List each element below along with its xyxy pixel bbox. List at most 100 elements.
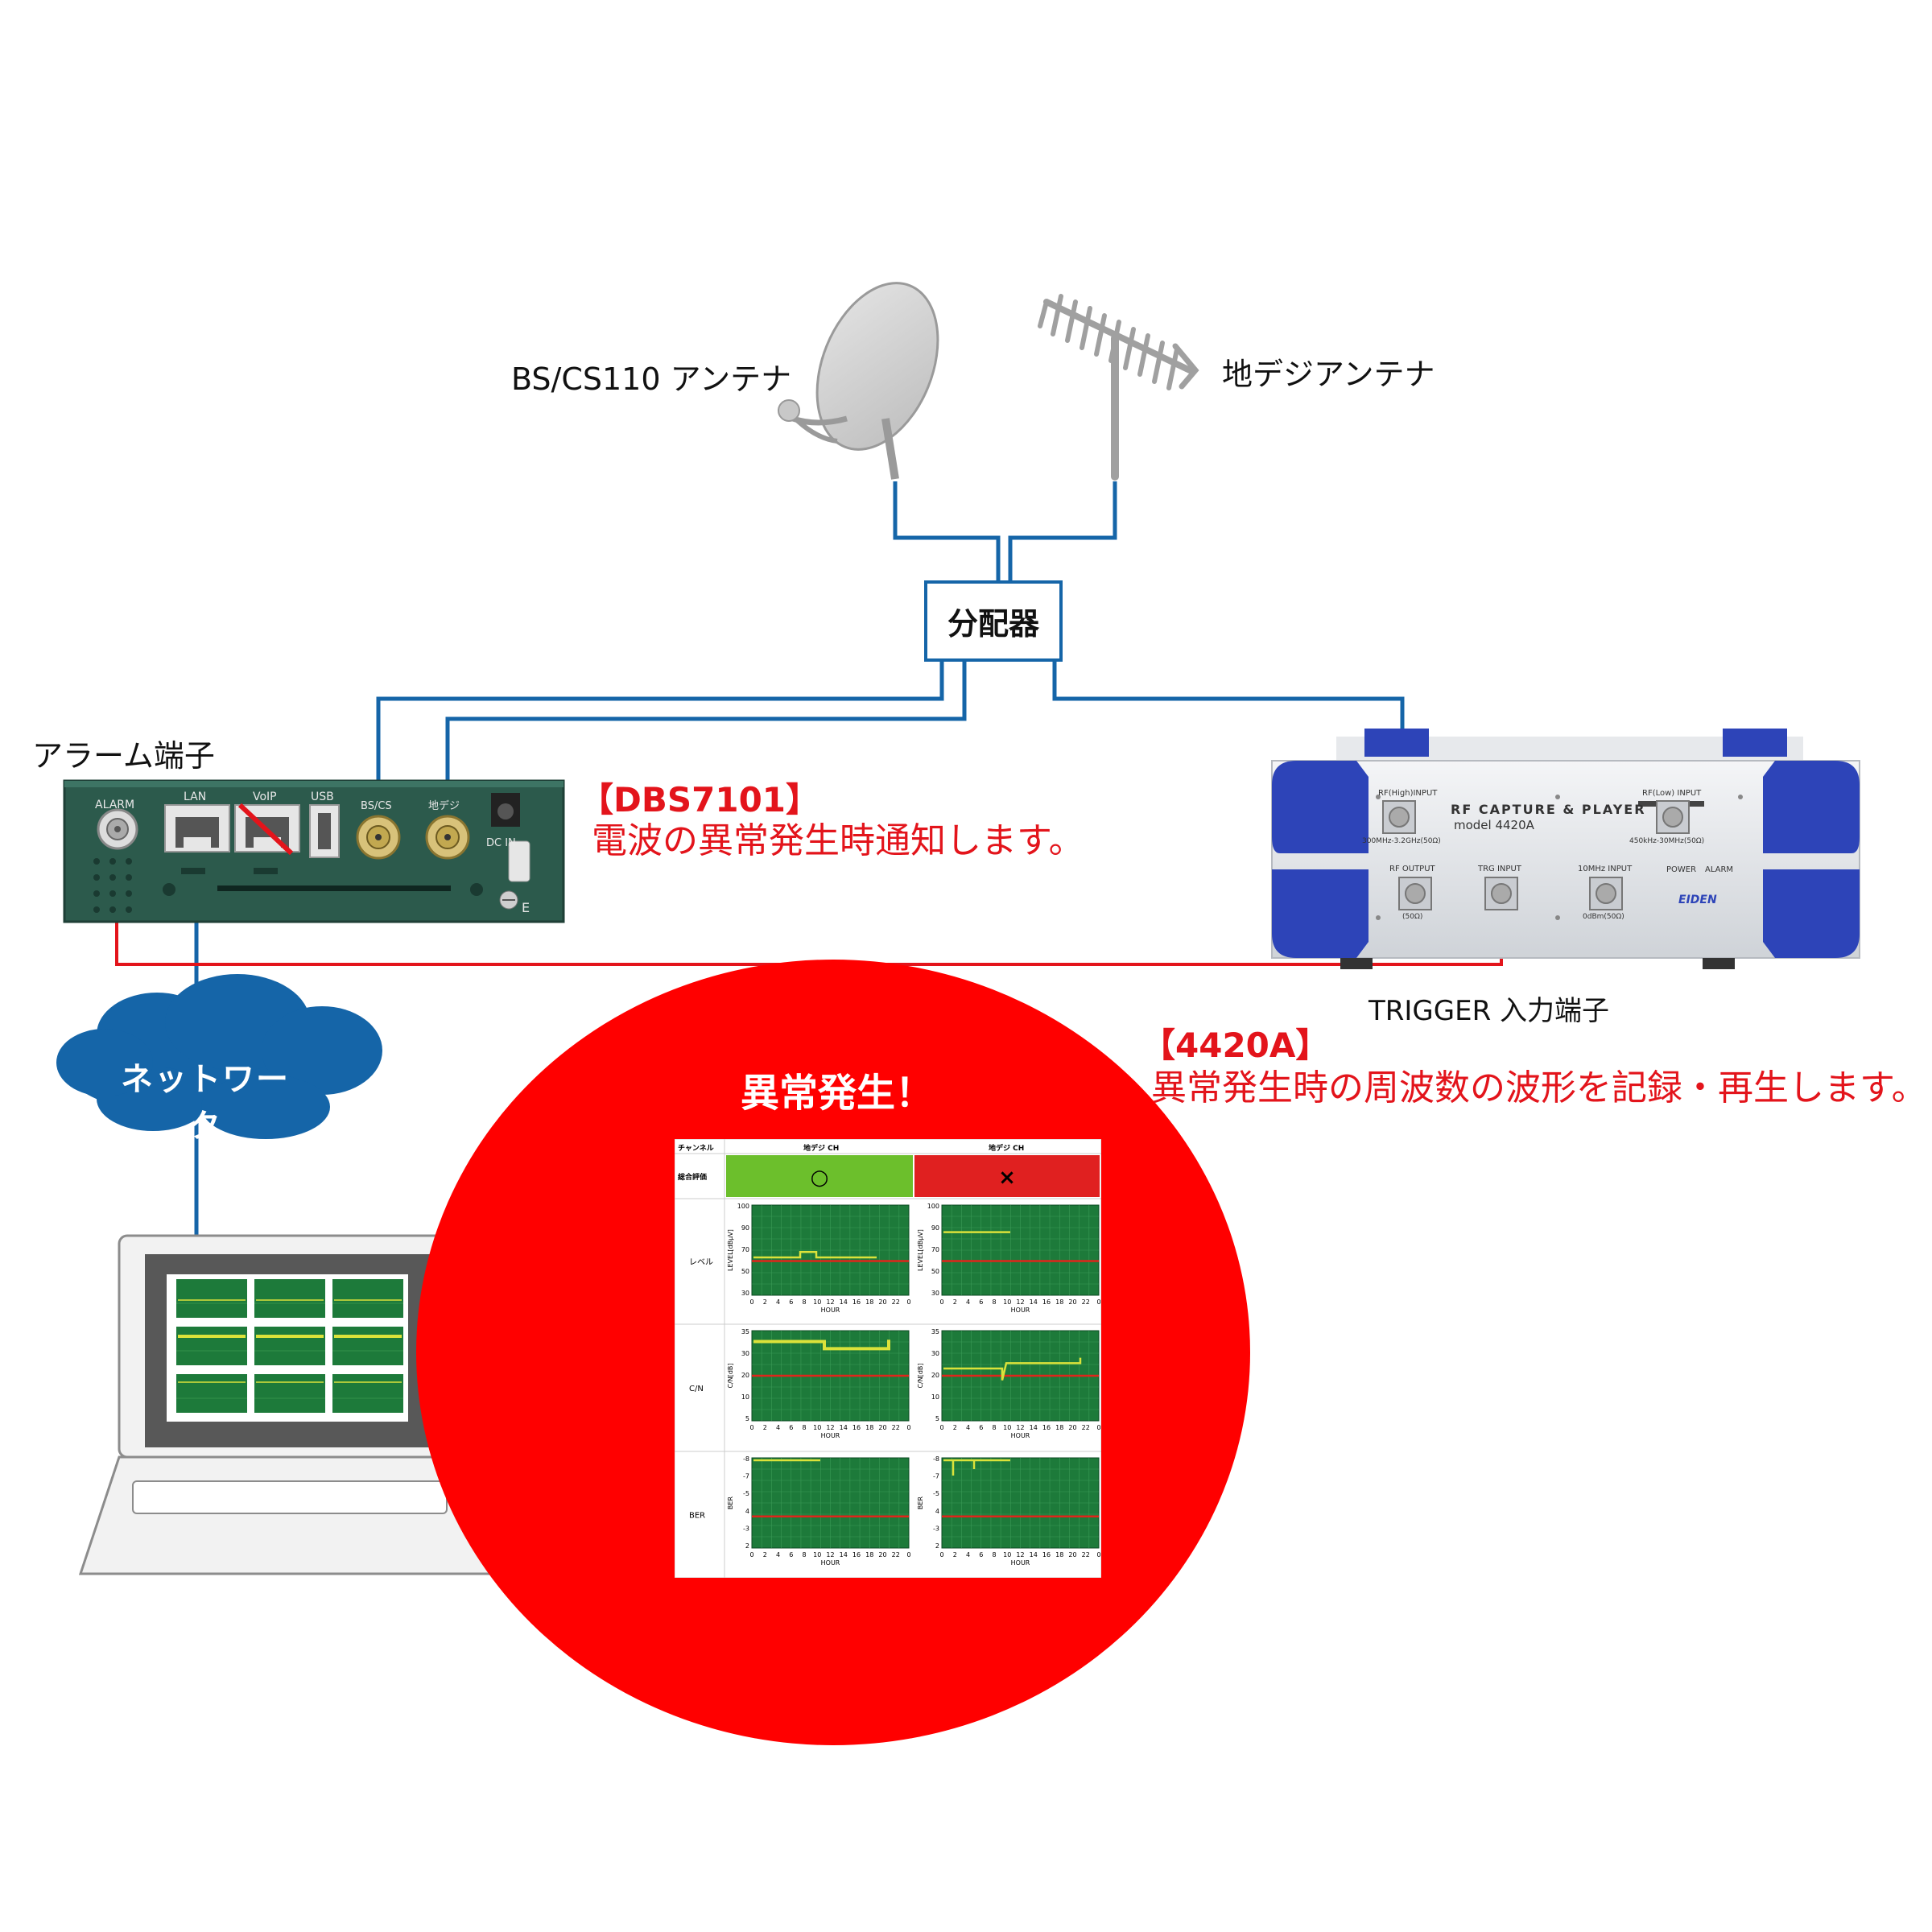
- y-tick-label: 30: [741, 1290, 749, 1297]
- x-tick-label: 0: [1096, 1298, 1100, 1306]
- x-tick-label: 0: [1096, 1424, 1100, 1431]
- dbs7101-description: 電波の異常発生時通知します。: [592, 820, 1084, 861]
- thumbnail-chart: [254, 1279, 325, 1318]
- x-tick-label: 2: [763, 1298, 767, 1306]
- y-tick-label: 100: [737, 1203, 749, 1210]
- x-tick-label: 10: [813, 1424, 821, 1431]
- x-tick-label: 14: [840, 1298, 848, 1306]
- network-label: ネットワーク: [121, 1061, 290, 1145]
- y-tick-label: 50: [931, 1268, 939, 1275]
- y-axis-label: C/N[dB]: [917, 1363, 924, 1388]
- voip-port: [234, 803, 300, 856]
- ground-screw-icon: [499, 890, 518, 910]
- yellow-trace: [753, 1340, 890, 1351]
- x-axis-label: HOUR: [821, 1432, 840, 1439]
- x-tick-label: 0: [906, 1298, 910, 1306]
- x-tick-label: 20: [1068, 1298, 1076, 1306]
- x-tick-label: 0: [749, 1298, 753, 1306]
- y-tick-label: -3: [933, 1525, 939, 1532]
- splitter-box: [924, 580, 1063, 662]
- trigger-terminal-label: TRIGGER 入力端子: [1368, 995, 1610, 1027]
- bscs-port-label: BS/CS: [361, 800, 392, 812]
- x-tick-label: 8: [802, 1424, 806, 1431]
- y-tick-label: -7: [743, 1473, 749, 1480]
- x-tick-label: 18: [1055, 1298, 1063, 1306]
- y-tick-label: -3: [743, 1525, 749, 1532]
- col2-title: 地デジ CH: [989, 1143, 1024, 1153]
- x-tick-label: 6: [789, 1298, 793, 1306]
- thumbnail-chart: [176, 1279, 247, 1318]
- bs-cs-dish-antenna-icon: [778, 282, 939, 480]
- x-tick-label: 2: [953, 1551, 957, 1558]
- x-axis-label: HOUR: [1011, 1432, 1030, 1439]
- x-tick-label: 10: [1003, 1424, 1011, 1431]
- x-tick-label: 4: [966, 1424, 970, 1431]
- x-tick-label: 12: [826, 1551, 834, 1558]
- y-tick-label: 2: [935, 1542, 939, 1550]
- x-tick-label: 22: [1082, 1424, 1090, 1431]
- x-tick-label: 0: [939, 1424, 943, 1431]
- yellow-trace: [943, 1357, 1082, 1381]
- terrestrial-yagi-antenna-icon: [1038, 294, 1199, 481]
- usb-port-label: USB: [311, 791, 334, 803]
- x-tick-label: 4: [776, 1551, 780, 1558]
- rf-high-range-label: 300MHz-3.2GHz(50Ω): [1362, 837, 1441, 845]
- x-tick-label: 0: [906, 1424, 910, 1431]
- col2-result-cell: [914, 1155, 1100, 1197]
- x-tick-label: 8: [992, 1298, 996, 1306]
- x-axis-label: HOUR: [821, 1307, 840, 1314]
- lan-port: [164, 804, 230, 852]
- ten-mhz-sub-label: 0dBm(50Ω): [1583, 913, 1624, 921]
- x-axis-label: HOUR: [821, 1559, 840, 1567]
- x-tick-label: 0: [749, 1551, 753, 1558]
- y-tick-label: 70: [741, 1246, 749, 1253]
- x-tick-label: 6: [789, 1424, 793, 1431]
- thumbnail-chart: [332, 1374, 403, 1413]
- y-tick-label: -8: [743, 1455, 749, 1463]
- y-tick-label: 10: [931, 1393, 939, 1401]
- y-tick-label: 50: [741, 1268, 749, 1275]
- x-tick-label: 2: [953, 1298, 957, 1306]
- chideji-port-label: 地デジ: [428, 800, 460, 812]
- rf-output-label: RF OUTPUT: [1389, 865, 1435, 873]
- x-tick-label: 2: [763, 1551, 767, 1558]
- anomaly-label: 異常発生！: [740, 1071, 934, 1116]
- x-tick-label: 20: [878, 1424, 886, 1431]
- y-tick-label: 5: [935, 1415, 939, 1422]
- y-axis-label: LEVEL[dBµV]: [917, 1229, 924, 1271]
- lan-port-label: LAN: [184, 791, 207, 803]
- a4420-description: 異常発生時の周波数の波形を記録・再生します。: [1151, 1067, 1927, 1108]
- x-tick-label: 22: [1082, 1298, 1090, 1306]
- thumbnail-chart: [254, 1374, 325, 1413]
- y-tick-label: 30: [931, 1290, 939, 1297]
- y-tick-label: 70: [931, 1246, 939, 1253]
- y-tick-label: 4: [935, 1508, 939, 1515]
- y-axis-label: C/N[dB]: [727, 1363, 734, 1388]
- x-tick-label: 2: [763, 1424, 767, 1431]
- y-tick-label: 10: [741, 1393, 749, 1401]
- x-tick-label: 10: [1003, 1298, 1011, 1306]
- x-tick-label: 4: [966, 1551, 970, 1558]
- y-tick-label: 35: [931, 1328, 939, 1335]
- dc-in-label: DC IN: [486, 837, 516, 849]
- usb-port: [309, 804, 340, 858]
- x-tick-label: 0: [906, 1551, 910, 1558]
- row-label-1: C/N: [689, 1385, 704, 1393]
- y-axis-label: BER: [727, 1496, 734, 1510]
- col1-result: ○: [811, 1166, 829, 1190]
- x-tick-label: 6: [979, 1551, 983, 1558]
- a4420-panel-title: RF CAPTURE & PLAYER: [1451, 802, 1646, 817]
- x-tick-label: 16: [1042, 1424, 1051, 1431]
- x-tick-label: 16: [852, 1298, 861, 1306]
- y-tick-label: 4: [745, 1508, 749, 1515]
- x-tick-label: 20: [878, 1551, 886, 1558]
- x-tick-label: 18: [865, 1424, 873, 1431]
- laptop-thumbnail-charts: [176, 1279, 403, 1413]
- x-tick-label: 0: [939, 1298, 943, 1306]
- y-tick-label: 100: [927, 1203, 939, 1210]
- x-axis-label: HOUR: [1011, 1307, 1030, 1314]
- x-tick-label: 8: [992, 1551, 996, 1558]
